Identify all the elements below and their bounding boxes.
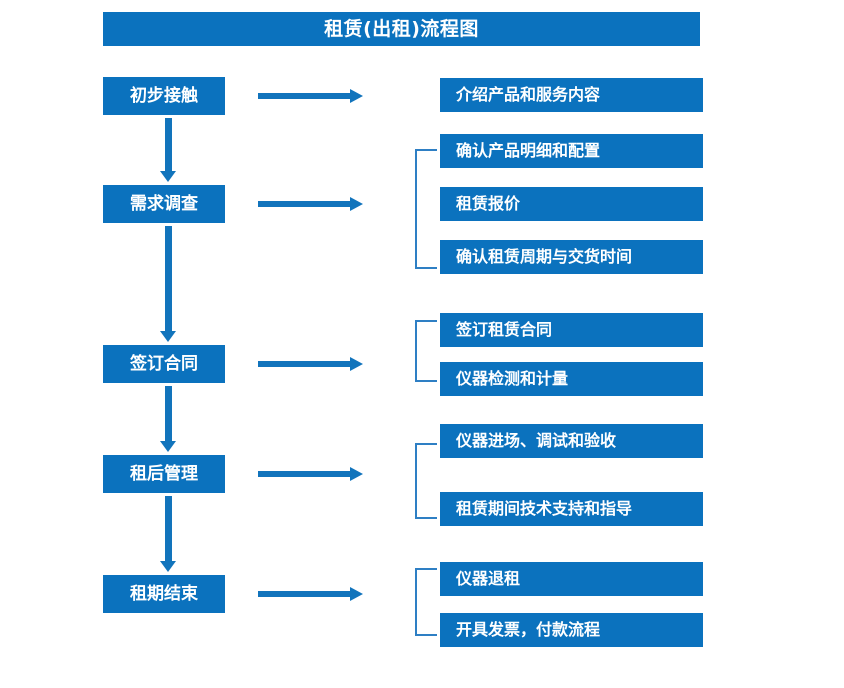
detail-label-3-1: 签订租赁合同	[456, 320, 553, 339]
stage-box-2[interactable]: 需求调查	[103, 185, 225, 223]
detail-label-1-1: 介绍产品和服务内容	[456, 85, 601, 104]
bracket-icon-group-4	[415, 443, 437, 519]
stage-box-4[interactable]: 租后管理	[103, 455, 225, 493]
detail-label-5-2: 开具发票，付款流程	[456, 620, 601, 639]
detail-label-2-3: 确认租赁周期与交货时间	[456, 247, 633, 266]
vertical-arrow-icon-4-5	[160, 496, 176, 572]
detail-box-2-2[interactable]: 租赁报价	[440, 187, 703, 221]
stage-label-4: 租后管理	[130, 463, 198, 484]
stage-box-5[interactable]: 租期结束	[103, 575, 225, 613]
stage-label-1: 初步接触	[130, 85, 198, 106]
detail-box-5-1[interactable]: 仪器退租	[440, 562, 703, 596]
vertical-arrow-icon-3-4	[160, 386, 176, 452]
stage-box-1[interactable]: 初步接触	[103, 77, 225, 115]
detail-box-2-3[interactable]: 确认租赁周期与交货时间	[440, 240, 703, 274]
vertical-arrow-icon-1-2	[160, 118, 176, 182]
detail-label-4-2: 租赁期间技术支持和指导	[456, 499, 633, 518]
detail-box-2-1[interactable]: 确认产品明细和配置	[440, 134, 703, 168]
detail-label-4-1: 仪器进场、调试和验收	[456, 431, 617, 450]
stage-label-3: 签订合同	[130, 353, 198, 374]
detail-box-3-2[interactable]: 仪器检测和计量	[440, 362, 703, 396]
horizontal-arrow-icon-5	[258, 587, 363, 601]
horizontal-arrow-icon-4	[258, 467, 363, 481]
detail-box-5-2[interactable]: 开具发票，付款流程	[440, 613, 703, 647]
chart-title: 租赁(出租)流程图	[324, 17, 479, 40]
bracket-icon-group-2	[415, 149, 437, 269]
vertical-arrow-icon-2-3	[160, 226, 176, 342]
detail-box-4-2[interactable]: 租赁期间技术支持和指导	[440, 492, 703, 526]
detail-box-4-1[interactable]: 仪器进场、调试和验收	[440, 424, 703, 458]
detail-box-1-1[interactable]: 介绍产品和服务内容	[440, 78, 703, 112]
horizontal-arrow-icon-1	[258, 89, 363, 103]
stage-label-5: 租期结束	[130, 583, 198, 604]
detail-label-2-2: 租赁报价	[456, 194, 521, 213]
chart-title-bar: 租赁(出租)流程图	[103, 12, 700, 46]
detail-label-5-1: 仪器退租	[456, 569, 521, 588]
bracket-icon-group-3	[415, 320, 437, 382]
detail-label-2-1: 确认产品明细和配置	[456, 141, 601, 160]
stage-box-3[interactable]: 签订合同	[103, 345, 225, 383]
bracket-icon-group-5	[415, 568, 437, 636]
horizontal-arrow-icon-3	[258, 357, 363, 371]
horizontal-arrow-icon-2	[258, 197, 363, 211]
stage-label-2: 需求调查	[130, 193, 198, 214]
detail-label-3-2: 仪器检测和计量	[456, 369, 569, 388]
detail-box-3-1[interactable]: 签订租赁合同	[440, 313, 703, 347]
